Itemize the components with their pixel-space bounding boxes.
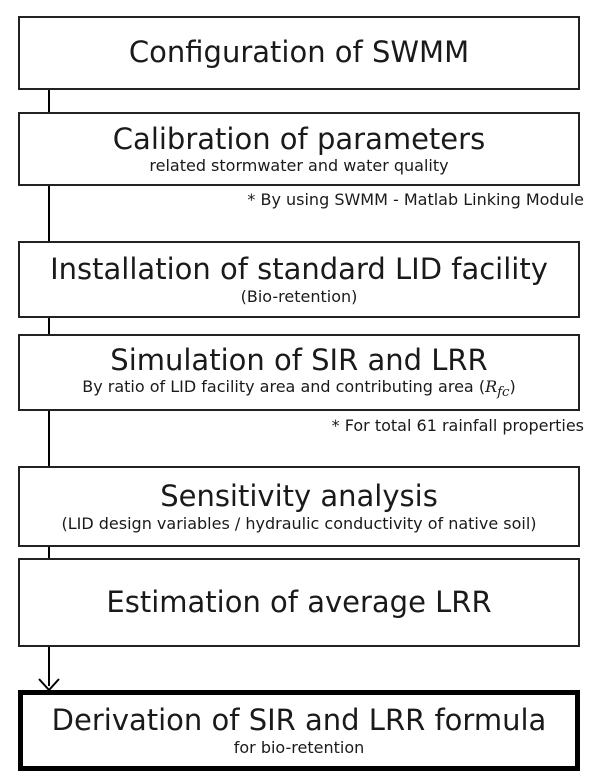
connector-6 — [48, 646, 50, 686]
connector-5 — [48, 546, 50, 560]
step-calibration: Calibration of parameters related stormw… — [18, 112, 580, 186]
rfc-symbol-sub: fc — [497, 385, 510, 401]
subtitle-end: ) — [509, 377, 516, 397]
step-subtitle: (LID design variables / hydraulic conduc… — [61, 513, 537, 533]
rfc-symbol-base: R — [485, 377, 498, 397]
step-subtitle: for bio-retention — [233, 737, 365, 757]
connector-4 — [48, 410, 50, 468]
step-simulation: Simulation of SIR and LRR By ratio of LI… — [18, 334, 580, 411]
connector-2 — [48, 185, 50, 243]
step-title: Installation of standard LID facility — [50, 252, 548, 287]
step-configuration: Configuration of SWMM — [18, 16, 580, 90]
connector-3 — [48, 317, 50, 336]
step-installation: Installation of standard LID facility (B… — [18, 241, 580, 318]
note-calibration: * By using SWMM - Matlab Linking Module — [247, 190, 584, 209]
step-title: Calibration of parameters — [112, 121, 486, 156]
subtitle-text: By ratio of LID facility area and contri… — [82, 377, 486, 397]
step-title: Derivation of SIR and LRR formula — [51, 703, 547, 738]
step-sensitivity: Sensitivity analysis (LID design variabl… — [18, 466, 580, 547]
step-title: Sensitivity analysis — [160, 479, 438, 514]
rfc-symbol: Rfc — [485, 377, 509, 400]
step-subtitle: related stormwater and water quality — [149, 156, 449, 176]
step-title: Configuration of SWMM — [128, 35, 470, 70]
step-derivation: Derivation of SIR and LRR formula for bi… — [18, 690, 580, 771]
step-subtitle: By ratio of LID facility area and contri… — [82, 377, 516, 401]
note-simulation: * For total 61 rainfall properties — [331, 416, 584, 435]
step-subtitle: (Bio-retention) — [240, 286, 358, 306]
step-title: Simulation of SIR and LRR — [110, 342, 488, 377]
step-estimation: Estimation of average LRR — [18, 558, 580, 647]
step-title: Estimation of average LRR — [106, 584, 492, 619]
connector-1 — [48, 90, 50, 114]
